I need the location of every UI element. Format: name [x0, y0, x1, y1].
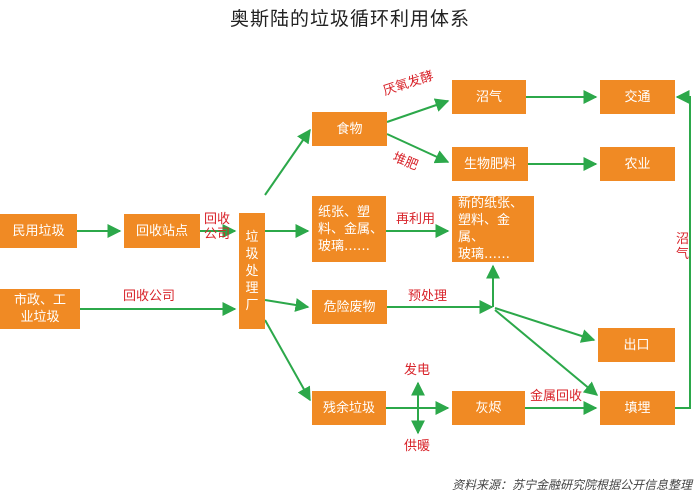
node-household-waste: 民用垃圾 — [0, 214, 77, 248]
label-metal-recovery: 金属回收 — [530, 389, 583, 404]
arrow-food-to-fertilizer — [386, 133, 450, 164]
arrow-plant-to-hazardous — [264, 298, 310, 312]
label-heating: 供暖 — [404, 439, 431, 454]
node-bio-fertilizer: 生物肥料 — [452, 147, 528, 181]
node-recycling-station: 回收站点 — [124, 214, 200, 248]
node-export: 出口 — [598, 328, 675, 362]
arrow-merge-to-landfill — [494, 309, 599, 396]
node-transport: 交通 — [600, 80, 675, 114]
node-ash: 灰烬 — [452, 391, 525, 425]
label-power: 发电 — [404, 363, 431, 378]
node-landfill: 填埋 — [600, 391, 675, 425]
label-recycling-company-1: 回收 公司 — [204, 212, 231, 242]
arrow-landfill-to-transport — [675, 90, 691, 409]
node-processing-plant: 垃 圾 处 理 厂 — [239, 213, 265, 329]
label-pretreatment: 预处理 — [408, 289, 448, 304]
node-paper-plastic: 纸张、塑 料、金属、 玻璃…… — [312, 196, 386, 262]
source-note: 资料来源：苏宁金融研究院根据公开信息整理 — [451, 478, 692, 492]
node-new-materials: 新的纸张、 塑料、金属、 玻璃…… — [452, 196, 534, 262]
node-residual: 残余垃圾 — [312, 391, 386, 425]
node-hazardous: 危险废物 — [312, 290, 387, 324]
label-reuse: 再利用 — [396, 212, 436, 227]
node-municipal-waste: 市政、工 业垃圾 — [0, 289, 80, 329]
arrow-plant-to-food — [264, 128, 311, 196]
node-biogas: 沼气 — [452, 80, 526, 114]
diagram-title: 奥斯陆的垃圾循环利用体系 — [229, 8, 470, 30]
label-biogas-return: 沼 气 — [676, 232, 690, 262]
label-recycling-company-2: 回收公司 — [123, 289, 176, 304]
arrow-food-to-biogas — [386, 98, 450, 123]
node-food: 食物 — [312, 112, 387, 146]
node-agriculture: 农业 — [600, 147, 675, 181]
arrow-merge-to-export — [494, 307, 596, 343]
arrow-plant-to-residual — [264, 319, 311, 402]
